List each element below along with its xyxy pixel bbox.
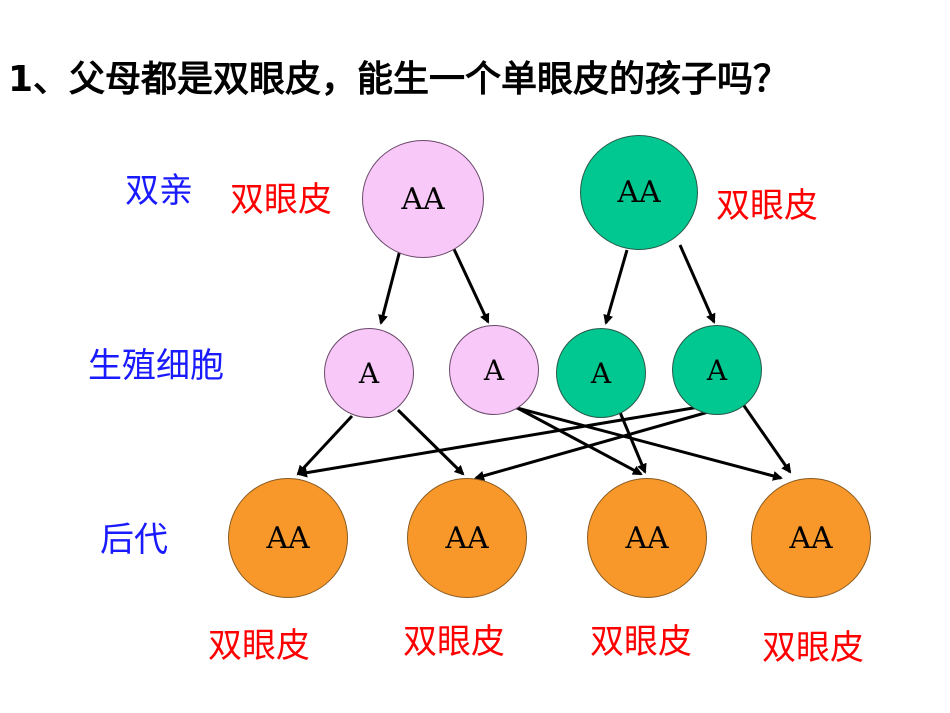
offspring-genotype: AA [625, 520, 669, 556]
parent-trait-label: 双眼皮 [230, 180, 332, 220]
gamete-node: A [324, 328, 414, 418]
gamete-allele: A [358, 356, 380, 390]
question-title: 1、父母都是双眼皮，能生一个单眼皮的孩子吗？ [8, 59, 790, 100]
parent-genotype: AA [401, 181, 445, 217]
arrow [738, 399, 792, 474]
gamete-node: A [556, 328, 646, 418]
row-label-offspring: 后代 [100, 520, 168, 560]
arrow [505, 403, 783, 481]
row-label-gametes: 生殖细胞 [88, 346, 224, 386]
row-label-parents: 双亲 [125, 171, 193, 211]
parent-node-father: AA [580, 135, 698, 250]
offspring-genotype: AA [445, 520, 489, 556]
arrow [378, 249, 402, 325]
offspring-trait-label: 双眼皮 [762, 628, 864, 668]
parent-trait-label: 双眼皮 [716, 186, 818, 226]
arrow [297, 403, 712, 478]
parent-node-mother: AA [362, 140, 484, 258]
arrow [509, 402, 643, 476]
offspring-trait-label: 双眼皮 [403, 622, 505, 662]
arrow [451, 246, 490, 324]
offspring-genotype: AA [266, 520, 310, 556]
offspring-trait-label: 双眼皮 [208, 626, 310, 666]
gamete-allele: A [590, 356, 612, 390]
arrow [678, 244, 716, 324]
offspring-node: AA [228, 478, 348, 598]
offspring-genotype: AA [789, 520, 833, 556]
arrow [296, 414, 354, 476]
gamete-allele: A [483, 353, 505, 387]
parent-genotype: AA [617, 175, 661, 210]
offspring-node: AA [587, 478, 707, 598]
arrow [474, 403, 734, 481]
arrow [603, 249, 629, 325]
offspring-trait-label: 双眼皮 [590, 622, 692, 662]
gamete-node: A [672, 325, 762, 415]
gamete-node: A [449, 325, 539, 415]
offspring-node: AA [407, 478, 527, 598]
gamete-allele: A [706, 353, 728, 387]
offspring-node: AA [751, 478, 871, 598]
arrow [396, 408, 465, 476]
